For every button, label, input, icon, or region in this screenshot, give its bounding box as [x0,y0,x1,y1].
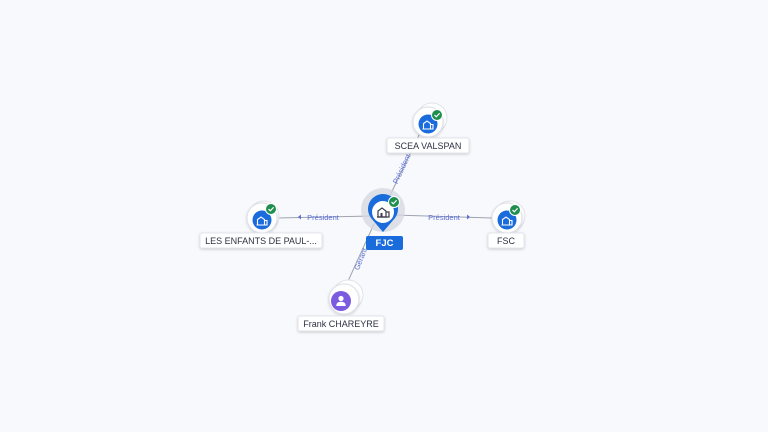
building-icon [377,207,390,218]
verified-check-icon [509,204,521,216]
edge-enfants: Président [276,213,373,222]
building-icon [501,216,513,226]
edge-label-frank: Gérant [352,246,369,271]
verified-check-icon [388,196,400,208]
edge-label-fsc: Président [428,213,461,222]
node-fjc[interactable]: FJC [361,188,405,250]
node-enfants[interactable]: LES ENFANTS DE PAUL-... [199,200,323,249]
edge-label-scea: Président [391,152,413,185]
center-label-box [366,236,403,250]
node-label-scea: SCEA VALSPAN [395,141,462,151]
edge-fsc: Président [393,213,493,222]
building-icon [256,216,268,226]
node-scea[interactable]: SCEA VALSPAN [386,102,470,154]
verified-check-icon [265,203,277,215]
center-label: FJC [376,238,394,249]
node-label-enfants: LES ENFANTS DE PAUL-... [205,236,317,246]
person-icon [336,295,346,306]
node-label-fsc: FSC [497,236,516,246]
edge-label-enfants: Président [307,213,340,222]
verified-check-icon [431,109,443,121]
node-label-frank: Frank CHAREYRE [303,319,379,329]
node-fsc[interactable]: FSC [487,200,526,249]
node-frank[interactable]: Frank CHAREYRE [297,279,385,332]
building-icon [422,120,434,130]
